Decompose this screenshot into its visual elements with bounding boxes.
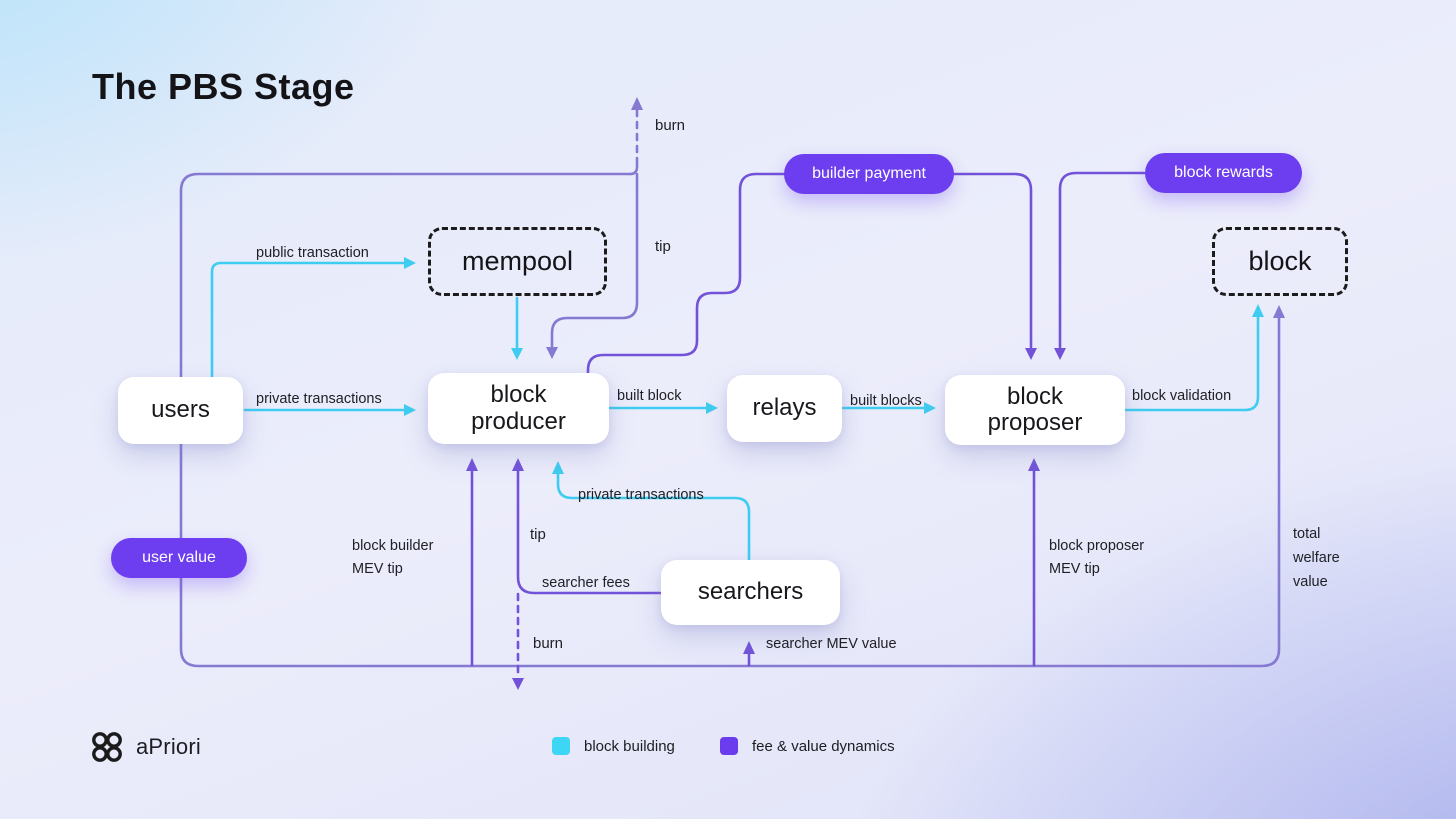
legend-fee-value-dynamics-label: fee & value dynamics [752,737,895,755]
edge-block-validation [1124,315,1260,412]
block-rewards-badge: block rewards [1145,153,1302,193]
apriori-clover-icon [92,732,122,762]
legend-fee-value-dynamics: fee & value dynamics [720,737,895,755]
label-tip-mid: tip [530,526,546,543]
edge-builder-payment-to-producer [586,172,786,379]
searchers-node: searchers [661,560,840,625]
page-title: The PBS Stage [92,66,355,107]
label-block-proposer-mev-tip: block proposer MEV tip [1049,535,1144,581]
relays-node: relays [727,375,842,442]
label-total-welfare-value: total welfare value [1293,522,1340,594]
label-searcher-mev-value: searcher MEV value [766,636,897,652]
edge-tip-to-producer [550,172,639,348]
block-building-swatch-icon [552,737,570,755]
edge-fee-dynamics [470,171,1146,679]
label-block-builder-mev-line2: MEV tip [352,561,403,577]
label-block-validation: block validation [1132,388,1232,404]
brand-logo: aPriori [88,731,201,763]
fee-value-dynamics-swatch-icon [720,737,738,755]
searchers-label: searchers [697,578,804,606]
label-block-proposer-mev-line2: MEV tip [1049,561,1100,577]
label-block-proposer-mev-line1: block proposer [1049,538,1145,554]
label-public-transaction: public transaction [256,245,369,261]
label-block-builder-mev-line1: block builder [352,538,434,554]
brand-name: aPriori [136,734,201,759]
edge-public-transaction [210,261,405,380]
label-burn-top: burn [655,117,686,134]
label-private-transactions-users: private transactions [256,391,382,407]
users-node: users [118,377,243,444]
mempool-label: mempool [461,246,574,276]
block-label: block [1248,246,1312,276]
edge-builder-payment-from-proposer [952,172,1033,349]
edge-block-building [210,261,1260,562]
legend-block-building: block building [552,737,675,755]
builder-payment-badge: builder payment [784,154,954,194]
legend-block-building-label: block building [584,737,675,755]
edge-value-loop [179,108,1281,668]
label-block-builder-mev-tip: block builder MEV tip [352,535,433,581]
block-producer-label: block producer [471,381,566,435]
label-total-welfare-line1: total [1293,526,1321,542]
label-total-welfare-line2: welfare [1293,550,1340,566]
block-producer-node: block producer [428,373,609,444]
label-burn-bottom: burn [533,635,564,652]
users-label: users [151,396,210,424]
block-proposer-label: block proposer [987,382,1083,436]
block-proposer-node: block proposer [945,375,1125,445]
mempool-node: mempool [428,227,607,296]
relays-label: relays [752,394,817,422]
label-built-block: built block [617,388,682,404]
label-built-blocks: built blocks [850,393,922,409]
edge-block-rewards-to-proposer [1058,171,1146,349]
label-searcher-fees: searcher fees [542,575,630,591]
user-value-badge: user value [111,538,247,578]
frame-arrowheads [546,97,1285,359]
label-private-transactions-searchers: private transactions [578,487,704,503]
cyan-arrowheads [404,257,1264,474]
block-node: block [1212,227,1348,296]
edge-private-transactions-searchers [556,471,751,562]
label-tip-top: tip [655,238,671,255]
edge-searcher-fees [516,469,662,595]
purple-arrowheads [466,348,1066,690]
label-total-welfare-line3: value [1293,574,1328,590]
